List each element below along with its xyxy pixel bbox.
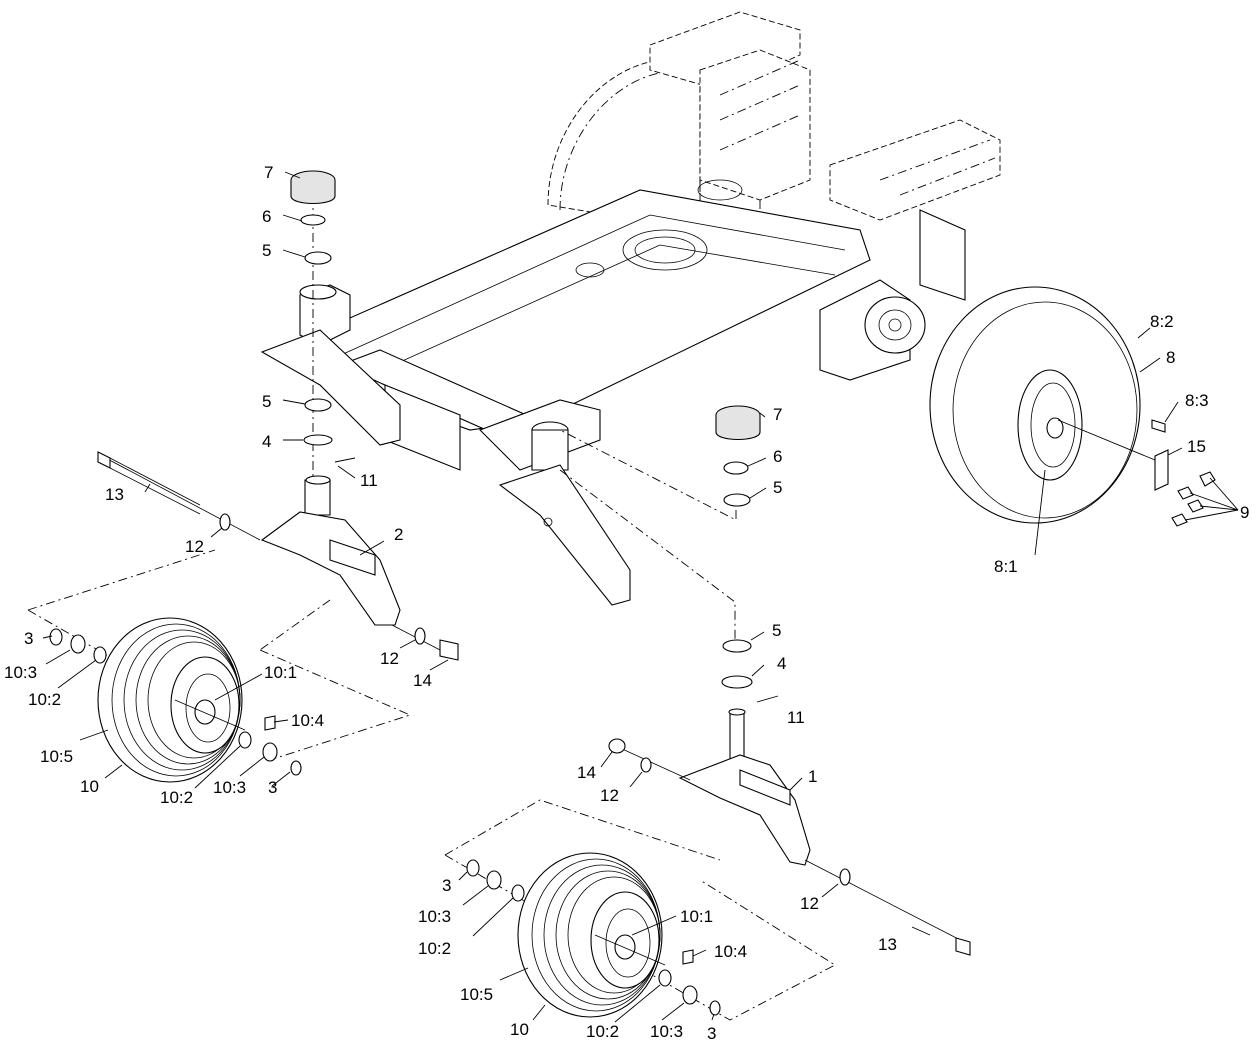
callout-13a: 13 bbox=[105, 485, 124, 504]
callout-2: 2 bbox=[394, 525, 403, 544]
right-caster-fork bbox=[608, 639, 971, 956]
callout-10-3d: 10:3 bbox=[650, 1022, 683, 1041]
callout-13b: 13 bbox=[878, 935, 897, 954]
callout-4a: 4 bbox=[262, 432, 271, 451]
callout-6a: 6 bbox=[262, 207, 271, 226]
callout-10-2b: 10:2 bbox=[160, 788, 193, 807]
left-spindle-stack bbox=[290, 170, 356, 480]
callout-10-2c: 10:2 bbox=[418, 939, 451, 958]
callout-3b: 3 bbox=[268, 778, 277, 797]
callout-9: 9 bbox=[1240, 503, 1249, 522]
callout-10-3a: 10:3 bbox=[4, 663, 37, 682]
callout-12c: 12 bbox=[600, 786, 619, 805]
callout-10-2a: 10:2 bbox=[28, 690, 61, 709]
callout-10-5a: 10:5 bbox=[40, 747, 73, 766]
callout-3a: 3 bbox=[24, 629, 33, 648]
callout-5b: 5 bbox=[262, 392, 271, 411]
callout-10a: 10 bbox=[80, 777, 99, 796]
callout-10b: 10 bbox=[510, 1020, 529, 1039]
callout-15: 15 bbox=[1187, 437, 1206, 456]
callout-7b: 7 bbox=[773, 405, 782, 424]
callout-12d: 12 bbox=[800, 894, 819, 913]
callout-10-1b: 10:1 bbox=[680, 907, 713, 926]
callout-12b: 12 bbox=[380, 649, 399, 668]
callout-10-4b: 10:4 bbox=[714, 942, 747, 961]
rear-drive-wheel bbox=[929, 286, 1216, 527]
callout-1: 1 bbox=[808, 767, 817, 786]
callout-10-3b: 10:3 bbox=[213, 778, 246, 797]
callout-10-2d: 10:2 bbox=[586, 1022, 619, 1041]
callout-10-5b: 10:5 bbox=[460, 985, 493, 1004]
mower-frame bbox=[260, 11, 1001, 606]
callout-10-4a: 10:4 bbox=[291, 711, 324, 730]
callout-5a: 5 bbox=[262, 241, 271, 260]
callout-8-3: 8:3 bbox=[1185, 391, 1209, 410]
callout-6b: 6 bbox=[773, 447, 782, 466]
right-caster-wheel bbox=[466, 852, 721, 1018]
callout-10-1a: 10:1 bbox=[264, 663, 297, 682]
leader-lines bbox=[42, 171, 1239, 1023]
callout-3c: 3 bbox=[442, 876, 451, 895]
callout-5c: 5 bbox=[773, 478, 782, 497]
left-caster-fork bbox=[97, 451, 459, 661]
callout-3d: 3 bbox=[707, 1024, 716, 1043]
callout-8: 8 bbox=[1166, 348, 1175, 367]
callout-8-2: 8:2 bbox=[1150, 312, 1174, 331]
callout-11a: 11 bbox=[360, 471, 378, 490]
callout-8-1: 8:1 bbox=[994, 557, 1018, 576]
left-caster-wheel bbox=[49, 617, 302, 783]
callout-7a: 7 bbox=[264, 163, 273, 182]
callout-12a: 12 bbox=[185, 537, 204, 556]
callout-14a: 14 bbox=[413, 671, 432, 690]
callout-5d: 5 bbox=[772, 621, 781, 640]
callout-11b: 11 bbox=[787, 708, 805, 727]
callout-10-3c: 10:3 bbox=[418, 907, 451, 926]
right-spindle-stack-upper bbox=[559, 405, 761, 640]
callout-14b: 14 bbox=[577, 763, 596, 782]
callout-labels: 7 6 5 5 4 11 13 12 2 3 10:3 10:2 10:1 10… bbox=[4, 163, 1249, 1043]
callout-4b: 4 bbox=[777, 654, 786, 673]
